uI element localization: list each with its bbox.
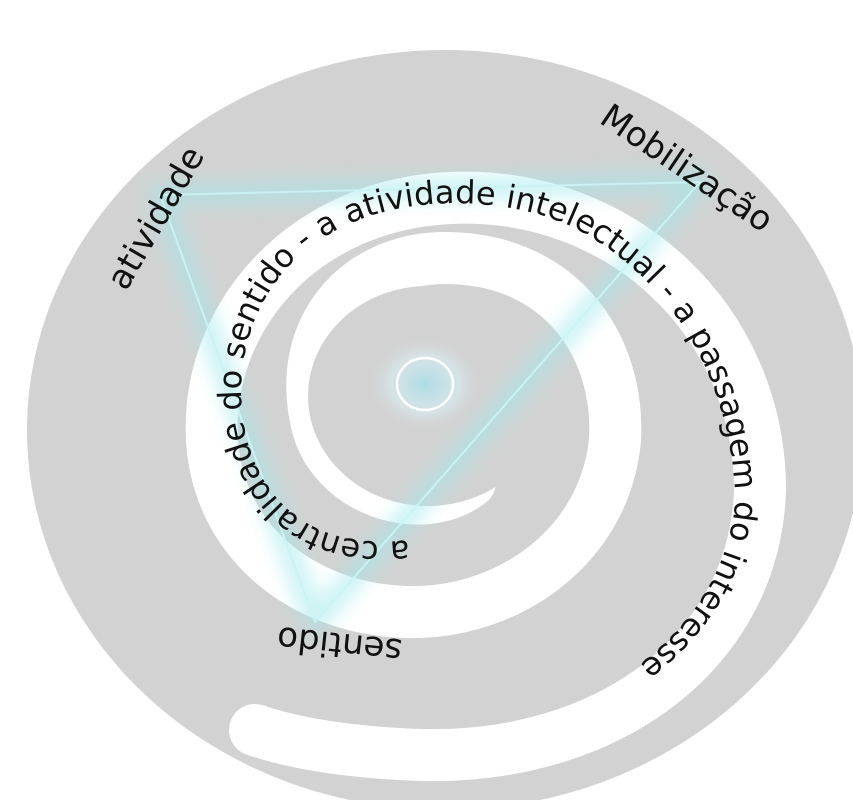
center-glow [367, 336, 483, 432]
